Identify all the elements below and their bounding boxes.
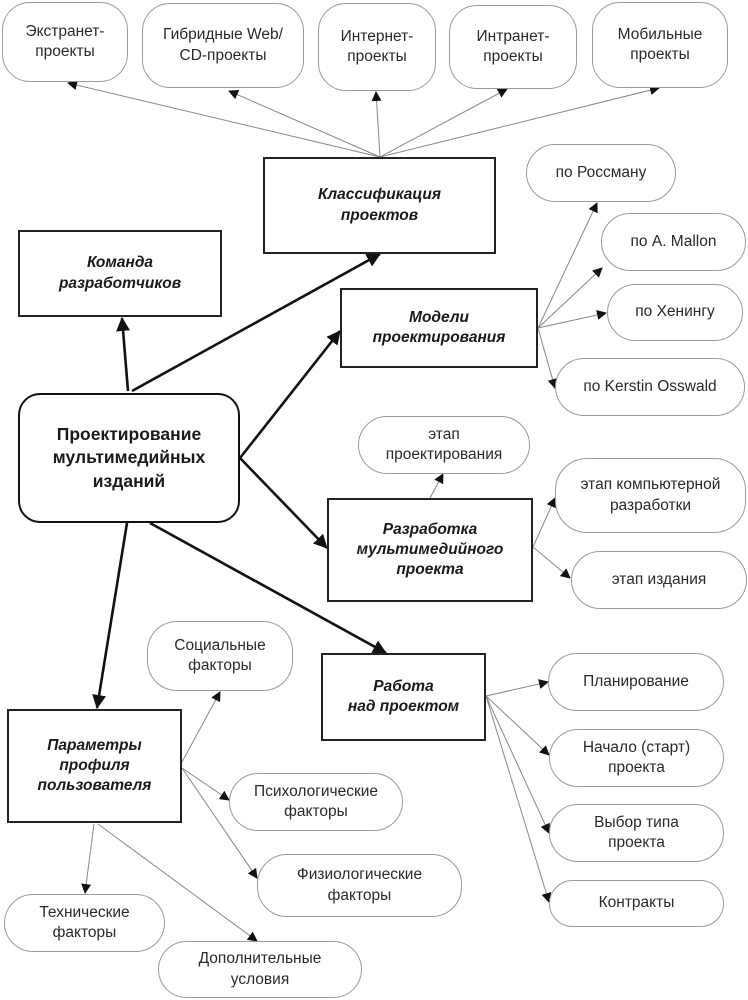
arrow-profile-to-technical <box>81 823 95 894</box>
leaf-social-label: Социальные факторы <box>174 636 266 674</box>
arrow-development-to-stage-publish <box>532 546 571 579</box>
category-development-label: Разработка мультимедийного проекта <box>356 520 504 579</box>
leaf-hening: по Хенингу <box>607 284 743 341</box>
category-profile-label: Параметры профиля пользователя <box>37 736 152 795</box>
category-classification-label: Классификация проектов <box>318 186 441 224</box>
arrow-work-to-start <box>485 695 550 756</box>
leaf-rossman: по Россману <box>526 144 676 202</box>
arrow-classification-to-extranet <box>67 80 381 158</box>
leaf-osswald-label: по Kerstin Osswald <box>583 377 717 395</box>
leaf-psych: Психологические факторы <box>229 773 403 831</box>
leaf-social: Социальные факторы <box>147 621 293 691</box>
leaf-stage-design: этап проектирования <box>358 416 530 474</box>
leaf-additional-label: Дополнительные условия <box>198 950 322 988</box>
leaf-stage-publish-label: этап издания <box>611 570 707 588</box>
leaf-internet: Интернет- проекты <box>318 3 436 91</box>
arrow-work-to-contracts <box>485 695 552 903</box>
category-profile: Параметры профиля пользователя <box>7 709 182 823</box>
leaf-technical: Технические факторы <box>4 894 165 952</box>
category-development: Разработка мультимедийного проекта <box>327 498 533 602</box>
leaf-start: Начало (старт) проекта <box>549 729 724 787</box>
arrow-models-to-mallon <box>537 267 603 329</box>
arrow-models-to-rossman <box>537 202 598 329</box>
leaf-technical-label: Технические факторы <box>39 903 130 941</box>
category-models-label: Модели проектирования <box>372 308 506 346</box>
leaf-mallon: по A. Mallon <box>601 213 746 271</box>
leaf-mobile-label: Мобильные проекты <box>617 25 703 63</box>
arrow-root-to-work <box>149 521 387 655</box>
leaf-stage-computer-label: этап компьютерной разработки <box>580 476 721 514</box>
arrow-models-to-hening <box>537 310 607 329</box>
arrow-root-to-models <box>238 330 342 459</box>
category-work: Работа над проектом <box>321 653 486 741</box>
leaf-type-choice: Выбор типа проекта <box>549 804 724 862</box>
leaf-planning: Планирование <box>548 653 724 711</box>
leaf-contracts: Контракты <box>549 880 724 927</box>
leaf-planning-label: Планирование <box>583 672 689 690</box>
leaf-extranet-label: Экстранет- проекты <box>25 22 105 60</box>
arrow-work-to-planning <box>485 679 549 697</box>
leaf-hening-label: по Хенингу <box>635 303 715 321</box>
leaf-intranet: Интранет- проекты <box>449 5 577 89</box>
arrow-profile-to-additional <box>97 823 258 942</box>
arrow-classification-to-mobile <box>379 85 660 158</box>
root-node: Проектирование мультимедийных изданий <box>18 393 240 523</box>
leaf-start-label: Начало (старт) проекта <box>582 738 691 776</box>
category-team-label: Команда разработчиков <box>58 254 182 292</box>
arrow-classification-to-hybrid <box>228 90 381 158</box>
arrow-root-to-classification <box>131 252 381 393</box>
leaf-intranet-label: Интранет- проекты <box>476 27 550 65</box>
arrow-classification-to-intranet <box>379 88 508 158</box>
leaf-mallon-label: по A. Mallon <box>630 232 717 250</box>
arrow-root-to-team <box>116 317 131 392</box>
leaf-stage-computer: этап компьютерной разработки <box>555 458 746 533</box>
leaf-rossman-label: по Россману <box>555 163 647 181</box>
leaf-physio: Физиологические факторы <box>257 854 462 917</box>
leaf-mobile: Мобильные проекты <box>592 2 728 88</box>
leaf-osswald: по Kerstin Osswald <box>555 358 745 416</box>
category-classification: Классификация проектов <box>263 157 496 254</box>
root-label: Проектирование мультимедийных изданий <box>52 423 206 491</box>
arrow-work-to-type-choice <box>485 695 550 834</box>
leaf-extranet: Экстранет- проекты <box>2 2 128 82</box>
category-models: Модели проектирования <box>340 288 538 368</box>
arrow-development-to-stage-design <box>429 473 444 499</box>
leaf-type-choice-label: Выбор типа проекта <box>594 813 679 851</box>
category-work-label: Работа над проектом <box>347 677 460 715</box>
leaf-physio-label: Физиологические факторы <box>296 866 423 904</box>
category-team: Команда разработчиков <box>18 230 222 317</box>
arrow-profile-to-social <box>181 691 221 763</box>
leaf-stage-publish: этап издания <box>571 551 747 609</box>
leaf-psych-label: Психологические факторы <box>253 782 379 820</box>
arrow-classification-to-internet <box>371 91 382 158</box>
leaf-contracts-label: Контракты <box>598 894 675 912</box>
leaf-hybrid: Гибридные Web/ CD-проекты <box>142 3 304 88</box>
arrow-profile-to-physio <box>181 767 258 879</box>
arrow-development-to-stage-computer <box>532 497 556 548</box>
arrow-root-to-profile <box>92 522 129 709</box>
arrow-profile-to-psych <box>181 767 230 801</box>
leaf-hybrid-label: Гибридные Web/ CD-проекты <box>163 26 283 64</box>
leaf-stage-design-label: этап проектирования <box>385 425 503 463</box>
arrow-root-to-development <box>239 457 328 549</box>
leaf-internet-label: Интернет- проекты <box>340 27 414 65</box>
arrow-models-to-osswald <box>537 327 558 389</box>
leaf-additional: Дополнительные условия <box>158 941 362 998</box>
